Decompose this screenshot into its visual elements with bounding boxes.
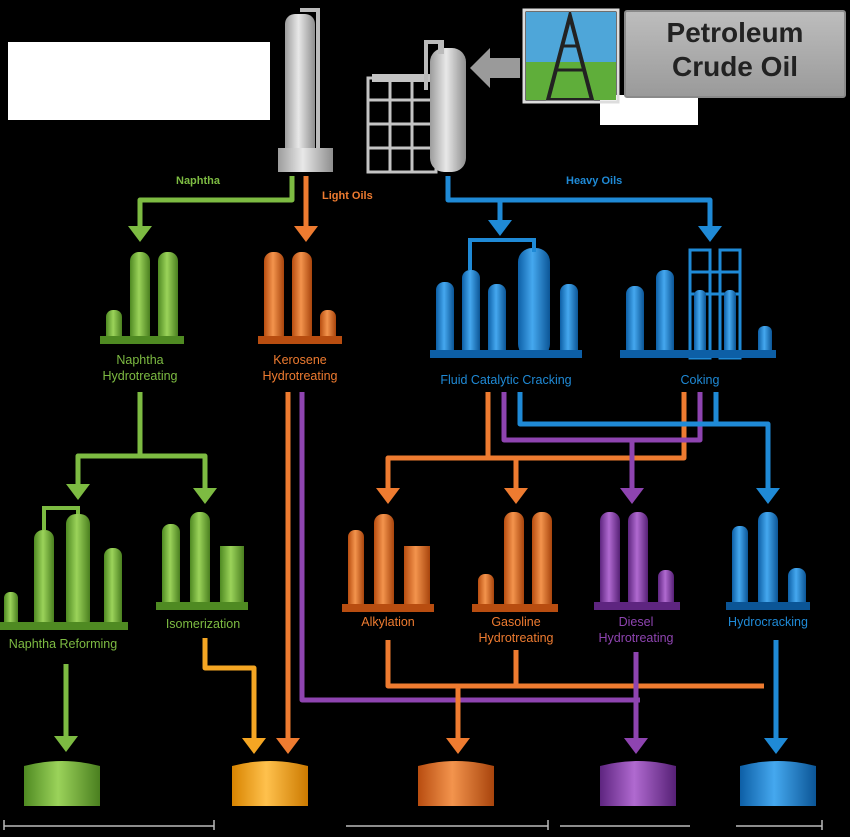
tank-blue (740, 761, 816, 806)
crude-oil-label-box (624, 10, 846, 98)
naphtha-reforming-unit (0, 506, 128, 630)
tank-orange (418, 761, 494, 806)
label-naphtha-hydrotreating: Naphtha Hydrotreating (102, 353, 178, 383)
gasoline-hydrotreating-unit (472, 512, 558, 612)
blank-box-right (600, 95, 698, 125)
product-tanks (24, 761, 816, 806)
isomerization-unit (156, 512, 248, 610)
label-gasoline-hydrotreating: Gasoline Hydrotreating (478, 615, 554, 645)
label-alkylation: Alkylation (361, 615, 415, 629)
crude-feed-arrow (470, 48, 520, 88)
blank-box-left (8, 42, 270, 120)
stream-naphtha: Naphtha (176, 175, 220, 187)
label-isomerization: Isomerization (165, 617, 241, 631)
crude-distillation-unit (278, 8, 466, 174)
bottom-brackets (3, 820, 823, 830)
label-diesel-hydrotreating: Diesel Hydrotreating (598, 615, 674, 645)
label-coking: Coking (680, 373, 720, 387)
tank-green (24, 761, 100, 806)
stream-light-oils: Light Oils (322, 190, 373, 202)
tank-yellow (232, 761, 308, 806)
tank-purple (600, 761, 676, 806)
label-naphtha-reforming: Naphtha Reforming (8, 637, 118, 651)
stream-heavy-oils: Heavy Oils (566, 175, 623, 187)
alkylation-unit (342, 514, 434, 612)
oil-derrick-icon (522, 8, 620, 104)
label-fluid-catalytic-cracking: Fluid Catalytic Cracking (440, 373, 572, 387)
coking-unit (620, 248, 776, 360)
fluid-catalytic-cracking-unit (430, 238, 582, 358)
naphtha-hydrotreating-unit (100, 252, 184, 344)
hydrocracking-unit (726, 512, 810, 610)
kerosene-hydrotreating-unit (258, 252, 342, 344)
diesel-hydrotreating-unit (594, 512, 680, 610)
crude-oil-label: Petroleum Crude Oil (666, 17, 804, 82)
label-kerosene-hydrotreating: Kerosene Hydrotreating (262, 353, 338, 383)
label-hydrocracking: Hydrocracking (728, 615, 808, 629)
flow-arrowheads (54, 220, 788, 754)
